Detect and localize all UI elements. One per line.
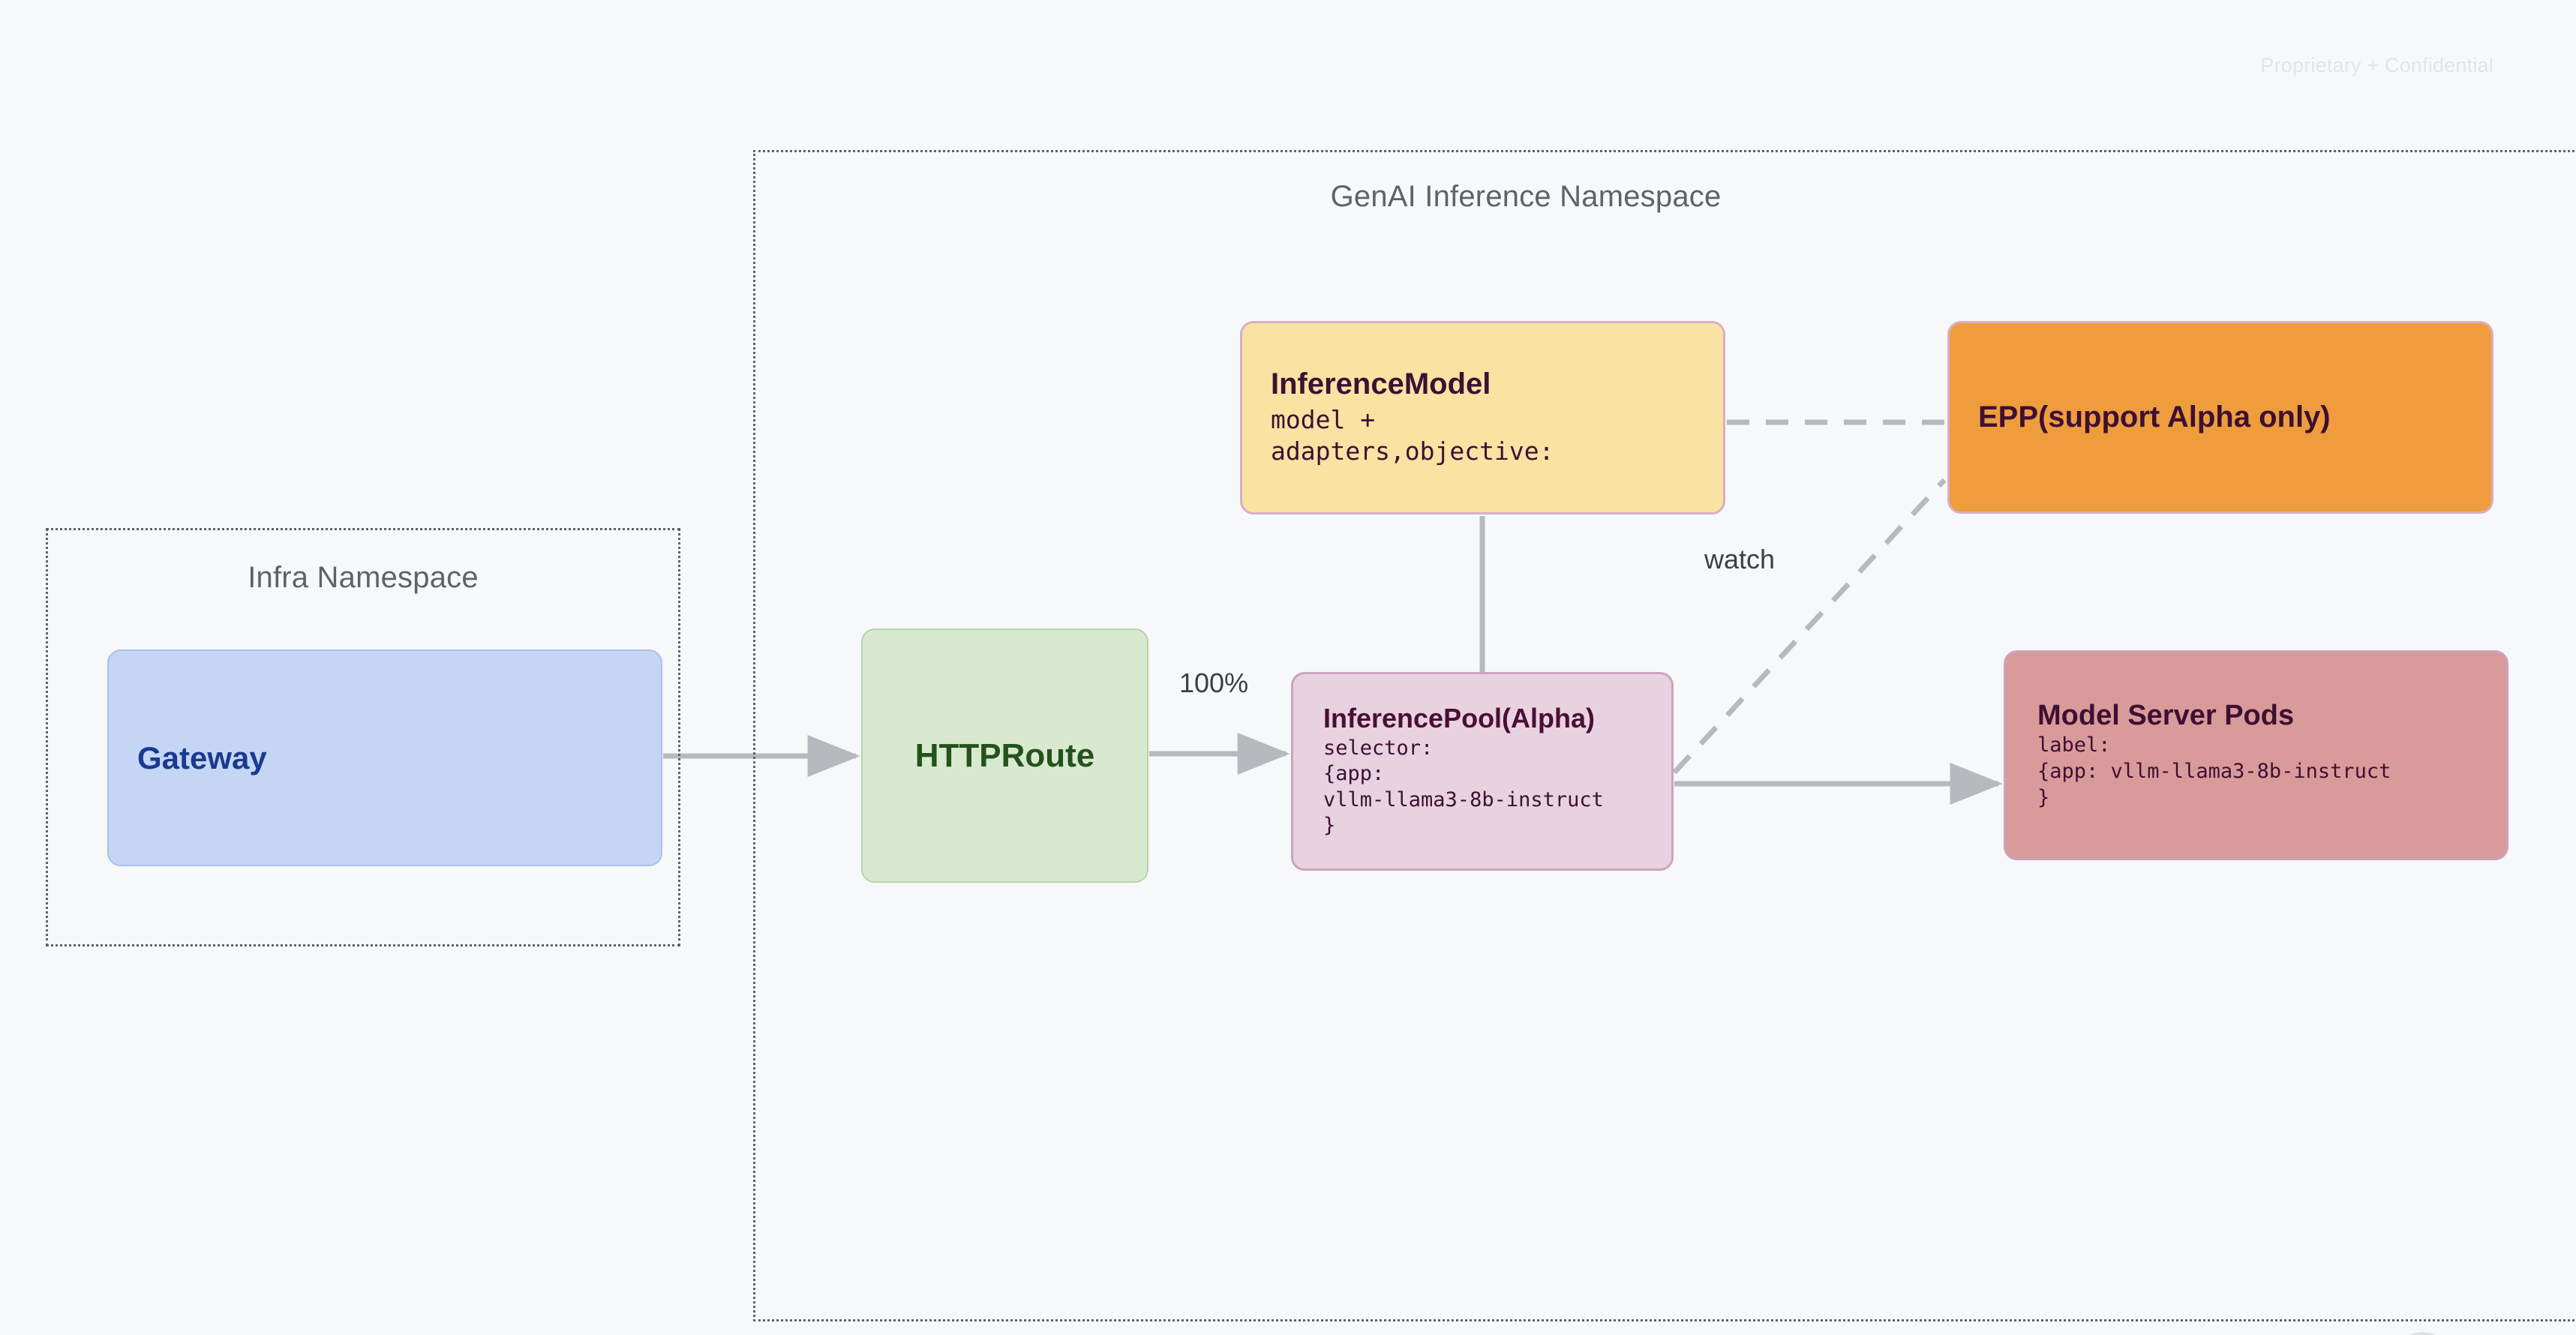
node-model-server-pods-spec: label: {app: vllm-llama3-8b-instruct } xyxy=(2037,734,2391,809)
node-gateway[interactable]: Gateway xyxy=(107,650,662,866)
namespace-title-genai: GenAI Inference Namespace xyxy=(1330,180,1722,213)
node-httproute-title: HTTPRoute xyxy=(914,736,1095,774)
node-inference-pool-title: InferencePool(Alpha) xyxy=(1323,703,1596,734)
node-inference-model-spec: model + adapters,objective: xyxy=(1271,405,1554,466)
namespace-title-infra: Infra Namespace xyxy=(248,561,479,594)
node-inference-pool[interactable]: InferencePool(Alpha) selector: {app: vll… xyxy=(1291,672,1674,871)
edge-label-traffic-weight: 100% xyxy=(1179,668,1249,698)
node-inference-model-title: InferenceModel xyxy=(1271,368,1491,401)
node-epp-title: EPP(support Alpha only) xyxy=(1978,400,2331,434)
confidentiality-watermark: Proprietary + Confidential xyxy=(2260,54,2493,76)
node-epp[interactable]: EPP(support Alpha only) xyxy=(1947,321,2493,514)
node-gateway-title: Gateway xyxy=(137,740,267,776)
node-model-server-pods[interactable]: Model Server Pods label: {app: vllm-llam… xyxy=(2004,650,2508,860)
node-model-server-pods-title: Model Server Pods xyxy=(2037,699,2295,731)
node-inference-pool-spec: selector: {app: vllm-llama3-8b-instruct … xyxy=(1323,736,1604,838)
namespace-container-infra xyxy=(46,528,680,946)
brand-logo-partial xyxy=(2409,1332,2436,1335)
namespace-container-genai xyxy=(753,150,2576,1322)
node-httproute[interactable]: HTTPRoute xyxy=(861,628,1148,883)
edge-label-watch: watch xyxy=(1704,544,1776,574)
node-inference-model[interactable]: InferenceModel model + adapters,objectiv… xyxy=(1240,321,1725,514)
